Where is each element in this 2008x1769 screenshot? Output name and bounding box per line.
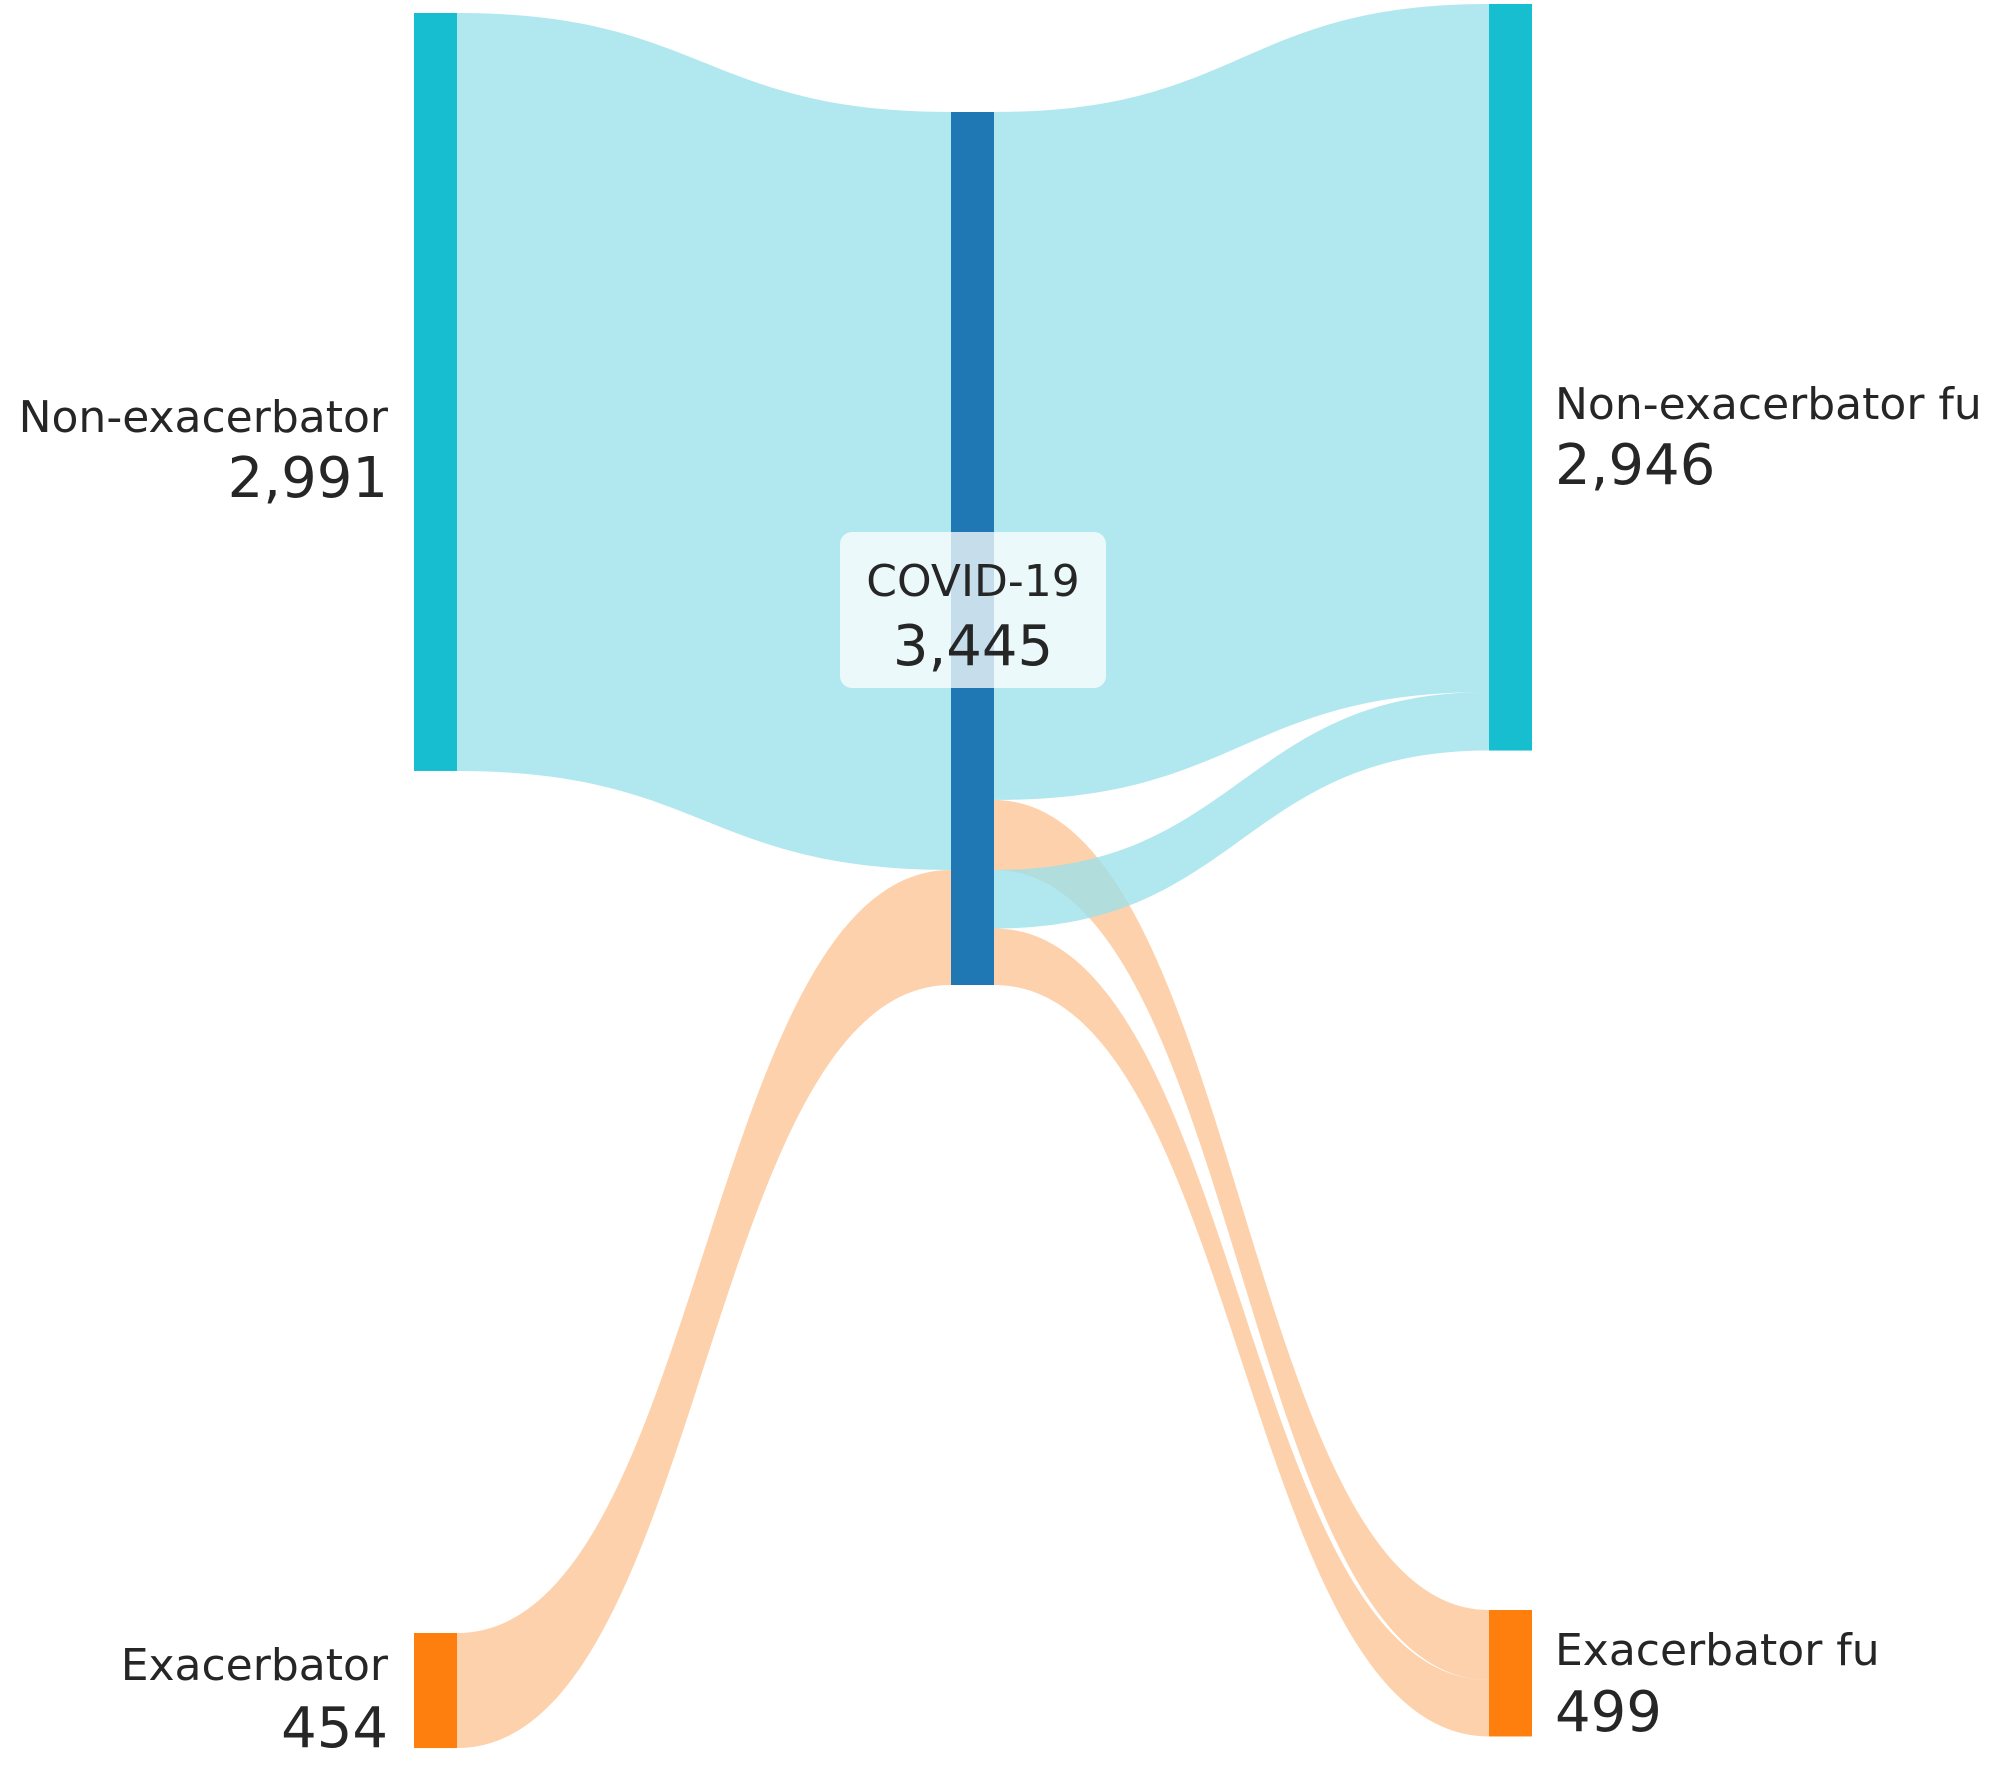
link-covid-to-exacerbator_fu-5[interactable]: [994, 928, 1489, 1737]
label-non-exacerbator: Non-exacerbator: [19, 392, 389, 443]
link-covid-to-non_exacerbator_fu-2[interactable]: [994, 4, 1489, 801]
node-non_exacerbator_fu[interactable]: [1489, 4, 1532, 751]
node-exacerbator_fu[interactable]: [1489, 1610, 1532, 1737]
covid-label-background: [840, 532, 1106, 688]
label-non-exacerbator-fu: Non-exacerbator fu: [1555, 379, 1982, 430]
link-exacerbator-to-covid-1[interactable]: [457, 869, 951, 1749]
value-exacerbator: 454: [281, 1696, 388, 1761]
links-group: [457, 4, 1489, 1749]
node-exacerbator[interactable]: [414, 1633, 457, 1749]
value-covid: 3,445: [893, 614, 1053, 679]
value-non-exacerbator: 2,991: [228, 446, 388, 511]
label-covid: COVID-19: [866, 556, 1079, 607]
link-non_exacerbator-to-covid-0[interactable]: [457, 13, 951, 870]
link-covid-to-exacerbator_fu-3[interactable]: [994, 800, 1489, 1680]
node-non_exacerbator[interactable]: [414, 13, 457, 771]
label-exacerbator: Exacerbator: [121, 1640, 389, 1691]
label-exacerbator-fu: Exacerbator fu: [1555, 1625, 1880, 1676]
link-covid-to-non_exacerbator_fu-4[interactable]: [994, 692, 1489, 929]
value-non-exacerbator-fu: 2,946: [1555, 433, 1715, 498]
value-exacerbator-fu: 499: [1555, 1680, 1662, 1745]
